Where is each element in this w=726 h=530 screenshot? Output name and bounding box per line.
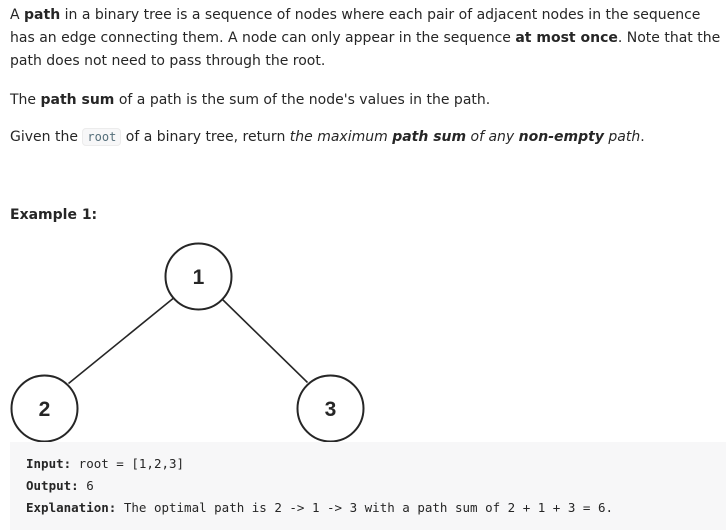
text: The <box>10 92 41 108</box>
node-value: 1 <box>193 266 205 289</box>
bold-path-sum: path sum <box>40 92 115 108</box>
example-code-block: Input: root = [1,2,3] Output: 6 Explanat… <box>10 442 726 530</box>
input-label: Input: <box>26 456 72 471</box>
bold-italic-non-empty: non-empty <box>518 129 604 145</box>
text: . <box>640 129 645 145</box>
example-input-line: Input: root = [1,2,3] <box>26 455 184 473</box>
example-output-line: Output: 6 <box>26 477 94 495</box>
explanation-label: Explanation: <box>26 500 117 515</box>
text: Given the <box>10 129 83 145</box>
example-explanation-line: Explanation: The optimal path is 2 -> 1 … <box>26 499 613 517</box>
inline-code-root: root <box>82 128 122 146</box>
edge-root-left <box>67 295 177 385</box>
node-value: 2 <box>39 398 51 421</box>
description-paragraph-3: Given the root of a binary tree, return … <box>10 126 722 149</box>
text: in a binary tree is a sequence of nodes … <box>10 7 701 46</box>
text: of a path is the sum of the node's value… <box>114 92 491 108</box>
input-value: root = [1,2,3] <box>71 456 185 471</box>
example-title: Example 1: <box>10 207 98 223</box>
text: A <box>10 7 25 23</box>
output-value: 6 <box>78 478 94 493</box>
node-value: 3 <box>325 398 337 421</box>
edge-root-right <box>220 297 309 384</box>
output-label: Output: <box>26 478 79 493</box>
bold-at-most-once: at most once <box>515 30 618 46</box>
italic-text: path <box>603 129 641 145</box>
tree-node-right: 3 <box>296 374 365 443</box>
binary-tree-diagram: 1 2 3 <box>10 242 365 443</box>
description-paragraph-1: A path in a binary tree is a sequence of… <box>10 4 722 73</box>
italic-text: of any <box>466 129 519 145</box>
text: . Note that the path does not need to pa… <box>10 30 721 69</box>
bold-path: path <box>24 7 61 23</box>
text: of a binary tree, return <box>121 129 290 145</box>
tree-node-root: 1 <box>164 242 233 311</box>
italic-text: the maximum <box>289 129 393 145</box>
explanation-value: The optimal path is 2 -> 1 -> 3 with a p… <box>116 500 614 515</box>
bold-italic-path-sum: path sum <box>392 129 467 145</box>
tree-node-left: 2 <box>10 374 79 443</box>
description-paragraph-2: The path sum of a path is the sum of the… <box>10 89 722 112</box>
